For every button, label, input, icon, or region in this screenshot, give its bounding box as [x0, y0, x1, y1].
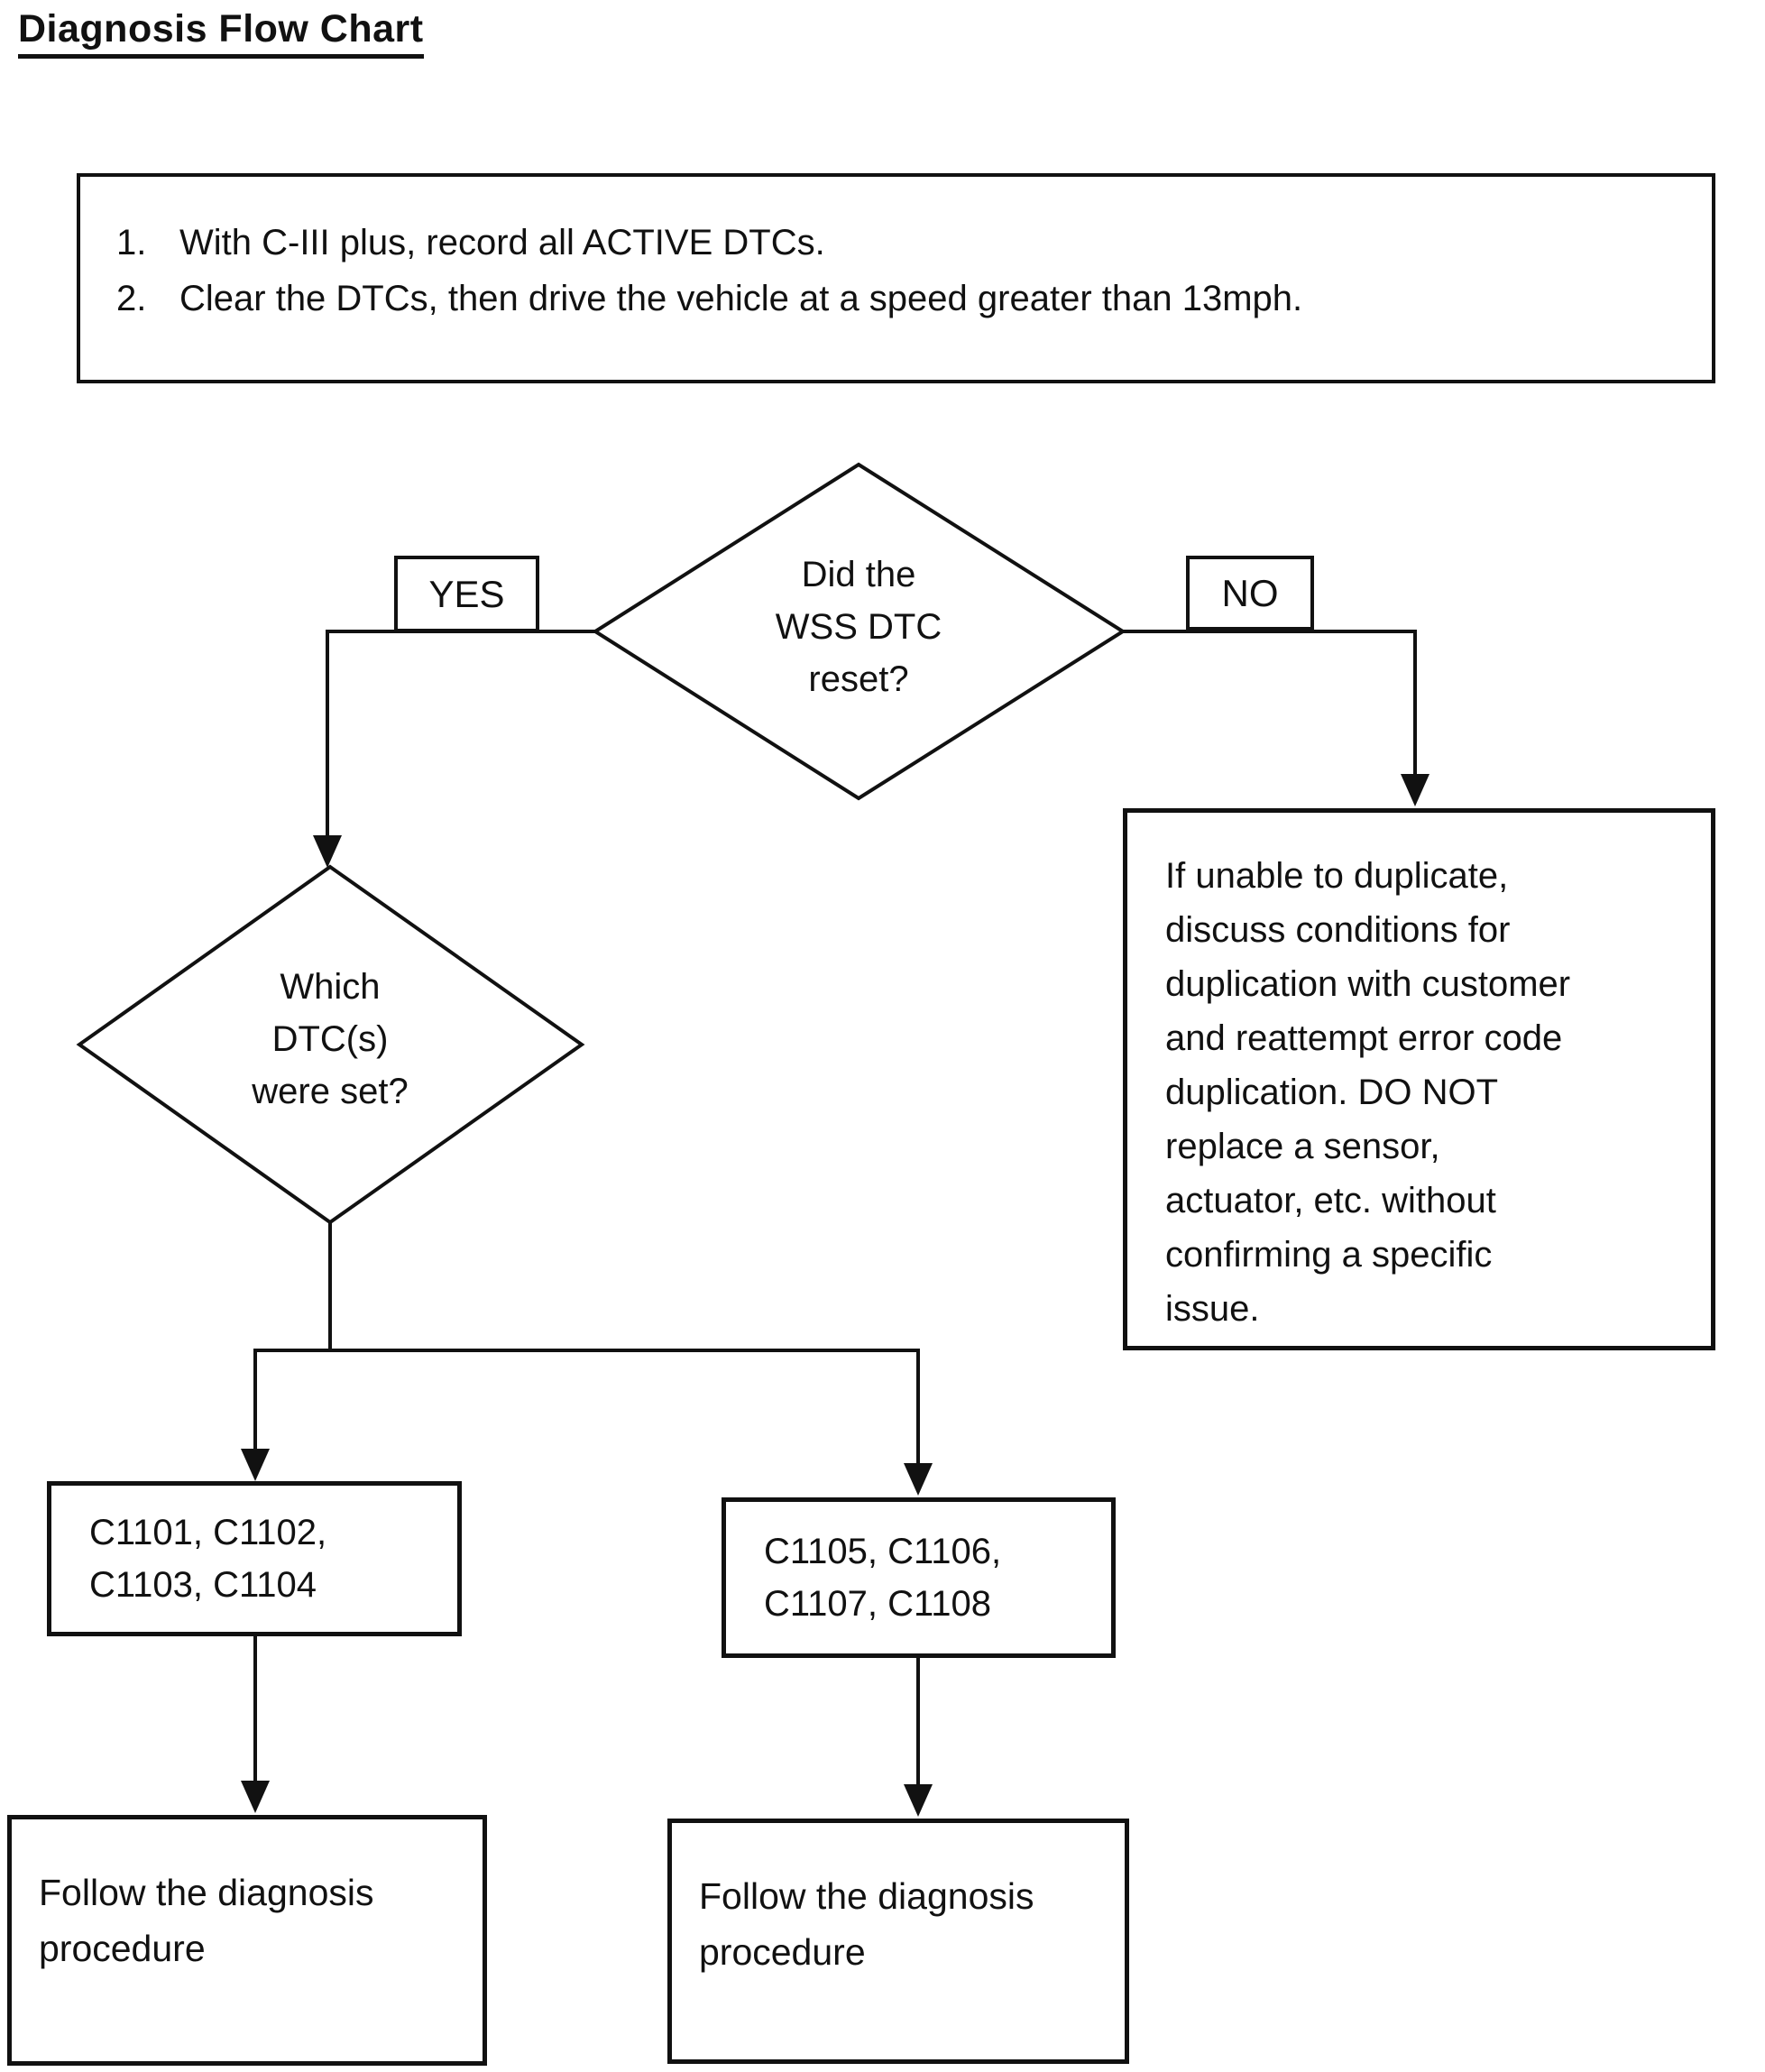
follow-procedure-box-left: Follow the diagnosis procedure	[7, 1815, 487, 2066]
decision2-label: Which DTC(s) were set?	[252, 967, 409, 1111]
instruction-step-2: 2. Clear the DTCs, then drive the vehicl…	[116, 271, 1694, 327]
right-dtc-to-follow-arrow-icon	[904, 1784, 933, 1817]
instruction-step-1-number: 1.	[116, 223, 147, 262]
instructions-box: 1. With C-III plus, record all ACTIVE DT…	[77, 173, 1715, 383]
instruction-step-1: 1. With C-III plus, record all ACTIVE DT…	[116, 215, 1694, 271]
instruction-step-2-text: Clear the DTCs, then drive the vehicle a…	[179, 279, 1303, 318]
connector-yes-line	[326, 630, 595, 857]
no-branch-instructions-box: If unable to duplicate, discuss conditio…	[1123, 808, 1715, 1350]
split-left-arrow-icon	[241, 1449, 270, 1481]
dtc-codes-box-left: C1101, C1102, C1103, C1104	[47, 1481, 462, 1636]
dtc-codes-box-right: C1105, C1106, C1107, C1108	[722, 1497, 1116, 1658]
decision1-diamond	[592, 462, 1126, 801]
follow-procedure-box-right: Follow the diagnosis procedure	[667, 1819, 1129, 2064]
connector-no-line	[1123, 630, 1417, 778]
no-branch-label: NO	[1186, 556, 1314, 631]
yes-branch-label: YES	[394, 556, 539, 632]
instruction-step-1-text: With C-III plus, record all ACTIVE DTCs.	[179, 223, 825, 262]
left-dtc-to-follow-arrow-icon	[241, 1781, 270, 1813]
connector-yes-arrow-icon	[313, 835, 342, 868]
decision1-label: Did the WSS DTC reset?	[775, 555, 942, 699]
instruction-step-2-number: 2.	[116, 279, 147, 318]
connector-no-arrow-icon	[1401, 774, 1429, 806]
split-right-arrow-icon	[904, 1463, 933, 1496]
page-title: Diagnosis Flow Chart	[18, 7, 424, 59]
